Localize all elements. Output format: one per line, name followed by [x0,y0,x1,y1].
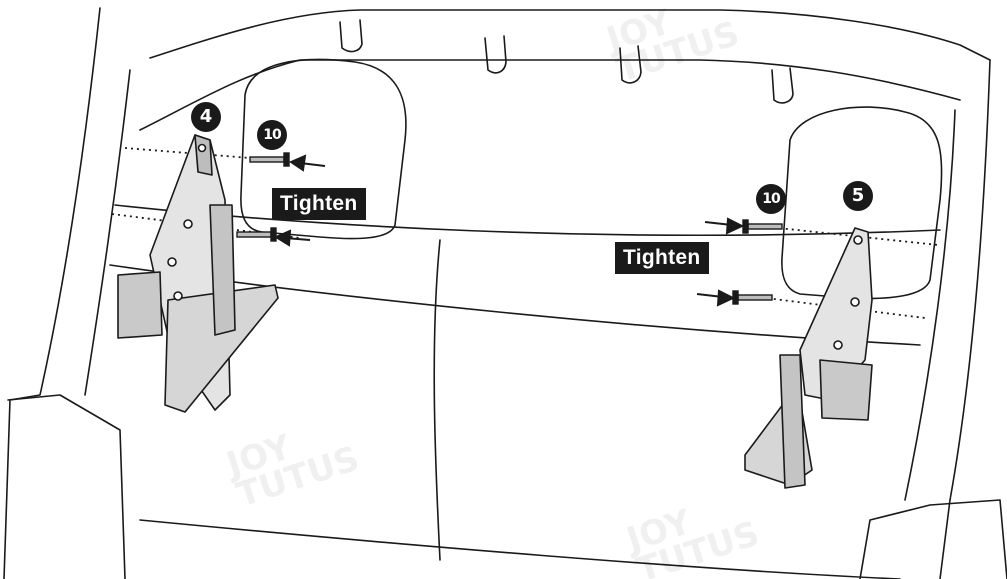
headrest-left [240,58,407,240]
seat-bottom [139,519,901,579]
bolster-left [7,394,126,579]
part-number-badge-right: 5 [843,181,873,211]
screw-right-upper [742,219,783,234]
arrow-left-lower-icon [273,229,311,247]
roll-bar-outer [3,7,101,579]
roll-bar-top-inner [139,59,961,131]
screw-left-lower [236,227,277,242]
tab-2 [484,35,507,74]
screw-number-badge-left: 10 [257,120,287,150]
arrows [273,154,745,307]
tab-1 [339,19,363,53]
screw-left-upper [249,152,290,167]
arrow-right-lower-icon [696,289,736,307]
screw-right-lower [732,290,773,305]
tighten-label-right: Tighten [615,242,709,274]
tab-3 [619,45,642,84]
bracket-left [117,134,279,413]
seat-split [433,239,441,561]
roll-bar-inner-left [84,69,131,396]
tab-4 [771,67,794,104]
roll-bar-right-outer [939,59,991,579]
headrest-right [781,106,943,300]
bracket-right [744,227,873,489]
screw-number-badge-right: 10 [756,184,786,214]
roll-bar-top [149,9,991,61]
roll-bar-right-inner [904,109,956,501]
part-number-badge-left: 4 [191,102,221,132]
bolster-right [859,499,1007,579]
tighten-label-left: Tighten [272,188,366,220]
arrow-left-upper-icon [288,154,326,172]
screws [236,152,783,305]
arrow-right-upper-icon [704,217,745,235]
